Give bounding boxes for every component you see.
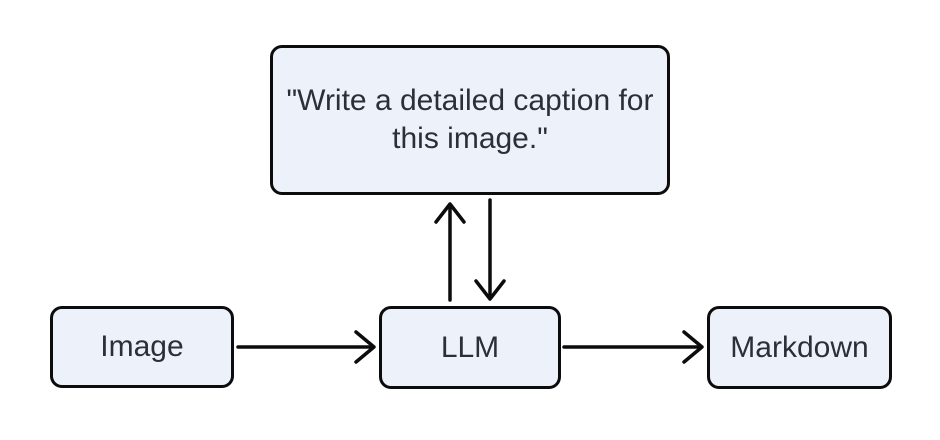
arrow-prompt-to-llm [474,198,506,301]
node-prompt: "Write a detailed caption for this image… [270,45,670,195]
node-llm: LLM [379,306,561,389]
llm-label: LLM [440,330,500,364]
node-image: Image [50,306,234,388]
arrow-llm-to-markdown [562,330,704,364]
prompt-label: "Write a detailed caption for this image… [286,84,654,155]
node-markdown: Markdown [707,306,892,389]
markdown-label: Markdown [730,330,869,364]
arrow-llm-to-prompt [434,202,466,302]
image-label: Image [100,330,184,363]
arrow-image-to-llm [236,330,376,364]
